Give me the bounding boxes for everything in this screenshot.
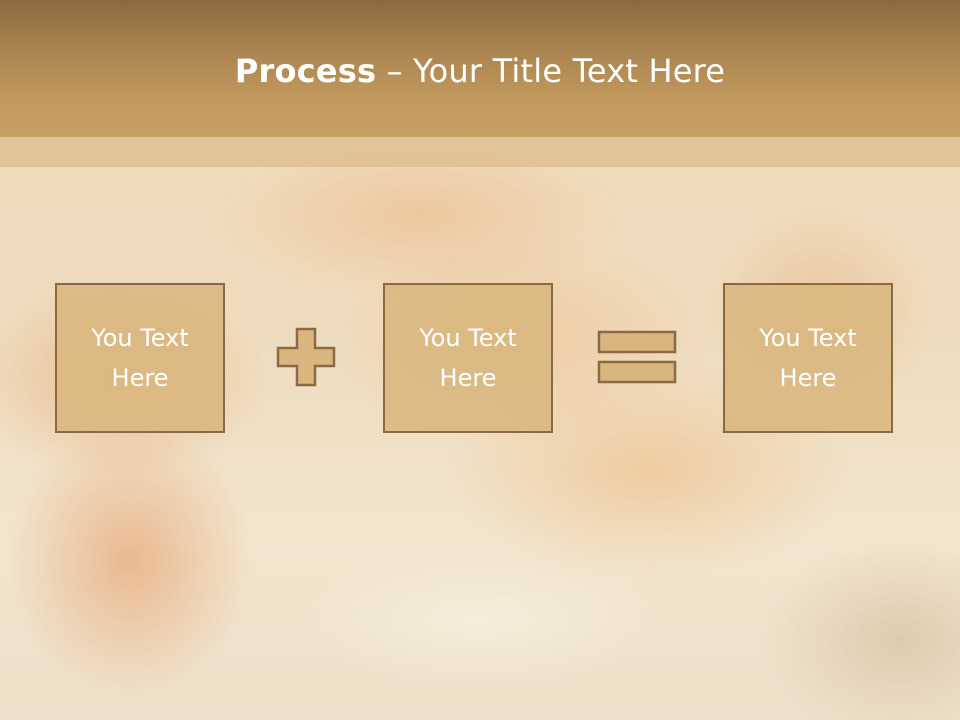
process-box-1-label: You Text Here [91,324,189,392]
process-box-2[interactable]: You Text Here [383,283,553,433]
process-box-3[interactable]: You Text Here [723,283,893,433]
equals-icon [597,330,677,384]
title-bar-strip [0,137,960,167]
process-box-2-label: You Text Here [419,324,517,392]
plus-icon [276,327,336,387]
slide-title[interactable]: Process – Your Title Text Here [0,52,960,90]
title-bar [0,0,960,137]
title-rest: – Your Title Text Here [376,52,726,90]
process-box-1[interactable]: You Text Here [55,283,225,433]
process-box-3-label: You Text Here [759,324,857,392]
title-bold: Process [234,52,377,90]
